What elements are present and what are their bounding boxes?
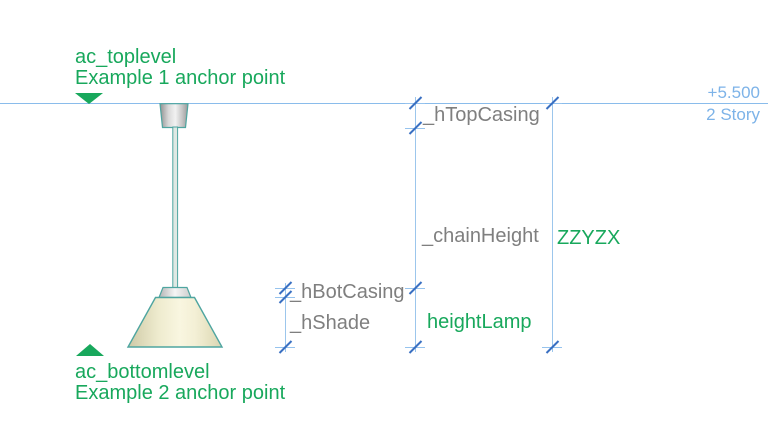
param-label-hshade: _hShade bbox=[290, 312, 371, 334]
level-elevation-label: +5.500 bbox=[707, 83, 760, 102]
param-label-htopcasing: _hTopCasing bbox=[423, 104, 540, 126]
story-level-line bbox=[0, 103, 768, 104]
lamp-chain-rod bbox=[172, 126, 179, 289]
lamp-top-casing bbox=[159, 103, 189, 129]
anchor-triangle-up-icon bbox=[76, 344, 104, 356]
param-label-zzyzx: ZZYZX bbox=[557, 227, 621, 249]
dim-line-shade bbox=[285, 283, 286, 352]
param-label-heightlamp: heightLamp bbox=[427, 311, 532, 333]
bottom-anchor-name-label: ac_bottomlevel bbox=[75, 361, 210, 383]
param-label-hbotcasing: _hBotCasing bbox=[290, 281, 405, 303]
pendant-lamp-drawing bbox=[126, 103, 224, 348]
lamp-bottom-casing bbox=[158, 286, 192, 299]
top-anchor-name-label: ac_toplevel bbox=[75, 46, 177, 68]
anchor-triangle-down-icon bbox=[75, 93, 103, 104]
lamp-shade bbox=[126, 296, 224, 348]
top-anchor-desc-label: Example 1 anchor point bbox=[75, 67, 286, 89]
dim-line-middle bbox=[415, 97, 416, 352]
level-story-label: 2 Story bbox=[706, 105, 760, 124]
dim-line-total bbox=[552, 97, 553, 352]
bottom-anchor-desc-label: Example 2 anchor point bbox=[75, 382, 286, 404]
param-label-chainheight: _chainHeight bbox=[422, 225, 539, 247]
